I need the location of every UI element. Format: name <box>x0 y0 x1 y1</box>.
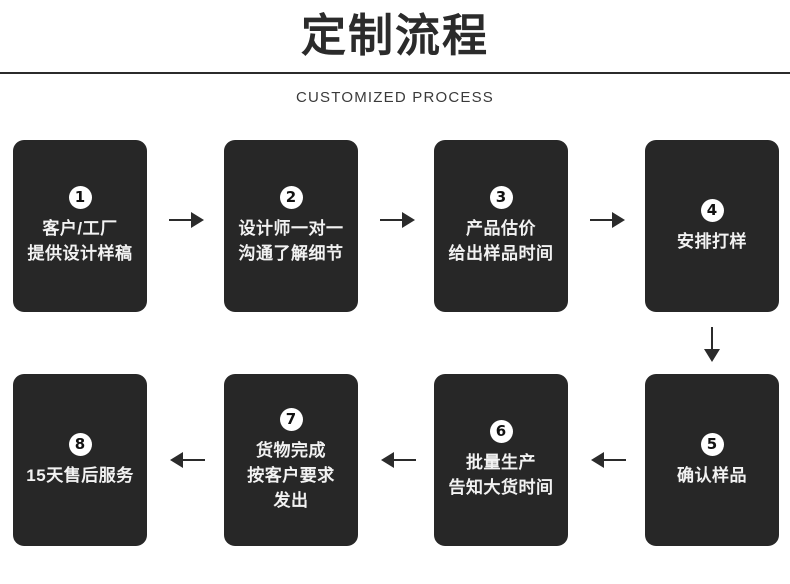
flow-step-4[interactable]: 4 安排打样 <box>645 140 779 312</box>
step-label: 设计师一对一 沟通了解细节 <box>239 216 344 266</box>
page-subtitle: CUSTOMIZED PROCESS <box>295 89 494 106</box>
page-title: 定制流程 <box>300 10 489 61</box>
arrow-right-icon <box>588 205 628 235</box>
arrow-down-icon <box>697 325 727 365</box>
flow-step-7[interactable]: 7 货物完成 按客户要求 发出 <box>224 374 358 546</box>
step-number-badge: 8 <box>68 432 92 456</box>
arrow-right-icon <box>167 205 207 235</box>
step-label-line: 按客户要求 <box>247 465 335 485</box>
page-header: 定制流程 CUSTOMIZED PROCESS <box>0 0 790 128</box>
flow-step-5[interactable]: 5 确认样品 <box>645 374 779 546</box>
arrow-right-icon <box>378 205 418 235</box>
flow-step-1[interactable]: 1 客户/工厂 提供设计样稿 <box>13 140 147 312</box>
step-label-line: 客户/工厂 <box>42 219 118 238</box>
arrow-left-icon <box>378 445 418 475</box>
flow-step-2[interactable]: 2 设计师一对一 沟通了解细节 <box>224 140 358 312</box>
step-label-line: 货物完成 <box>256 440 326 460</box>
step-label: 确认样品 <box>677 463 747 488</box>
arrow-left-icon <box>588 445 628 475</box>
step-label: 产品估价 给出样品时间 <box>449 216 554 266</box>
step-number-badge: 4 <box>700 198 724 222</box>
step-label-line: 确认样品 <box>677 465 747 485</box>
step-label: 货物完成 按客户要求 发出 <box>247 438 335 513</box>
step-number-badge: 6 <box>489 420 513 443</box>
flow-step-3[interactable]: 3 产品估价 给出样品时间 <box>434 140 568 312</box>
step-label: 15天售后服务 <box>26 463 133 488</box>
step-label-line: 提供设计样稿 <box>27 244 133 263</box>
step-label: 批量生产 告知大货时间 <box>449 450 554 500</box>
step-label-line: 设计师一对一 <box>238 219 344 238</box>
flow-step-8[interactable]: 8 15天售后服务 <box>13 374 147 546</box>
step-number-badge: 5 <box>700 432 724 456</box>
step-label-line: 批量生产 <box>466 453 536 472</box>
step-label-line: 产品估价 <box>466 219 536 238</box>
step-number-badge: 1 <box>68 186 92 209</box>
step-number-badge: 3 <box>489 186 513 209</box>
step-label-line: 沟通了解细节 <box>238 244 344 263</box>
flow-step-6[interactable]: 6 批量生产 告知大货时间 <box>434 374 568 546</box>
step-label-line: 15天售后服务 <box>26 465 134 485</box>
arrow-left-icon <box>167 445 207 475</box>
step-label: 客户/工厂 提供设计样稿 <box>28 216 133 266</box>
step-number-badge: 7 <box>279 407 303 431</box>
step-label: 安排打样 <box>677 229 747 254</box>
step-label-line: 发出 <box>273 490 309 510</box>
step-label-line: 安排打样 <box>677 231 747 251</box>
step-label-line: 给出样品时间 <box>448 244 554 263</box>
step-number-badge: 2 <box>279 186 303 209</box>
step-label-line: 告知大货时间 <box>448 478 554 497</box>
title-divider <box>0 72 790 74</box>
